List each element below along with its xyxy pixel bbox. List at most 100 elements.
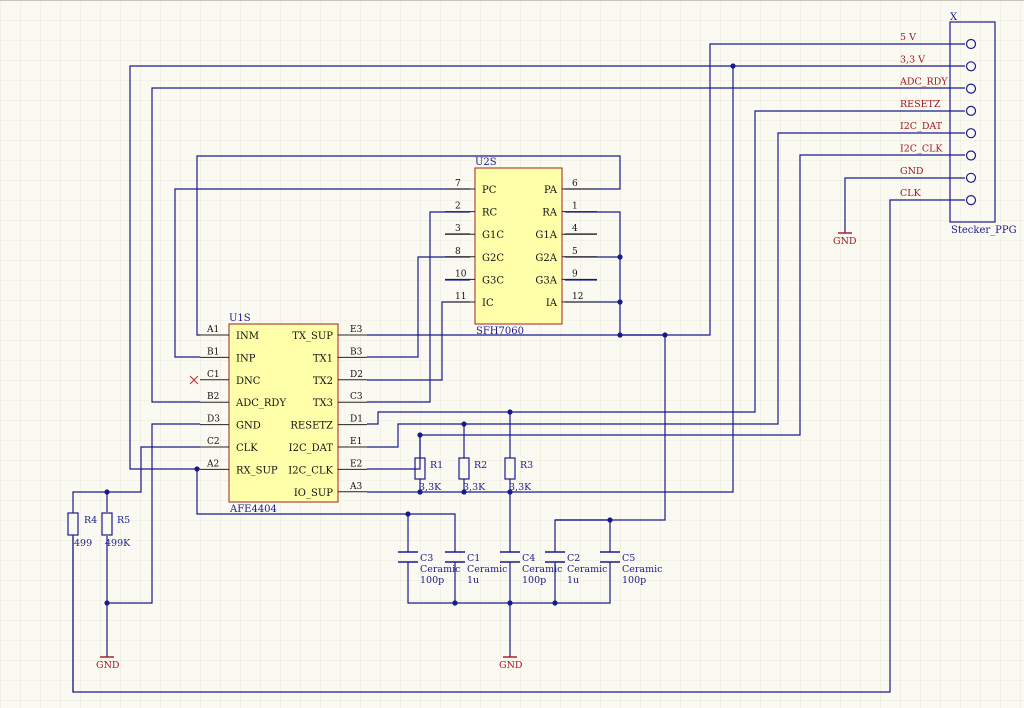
resistor-r1-ref: R1 — [430, 460, 443, 471]
connector-pin[interactable]: I2C_DAT — [900, 121, 977, 139]
gnd-symbol-left[interactable]: GND — [96, 656, 120, 671]
u2-pin-number: 9 — [572, 269, 578, 279]
u1-pin-number: E3 — [350, 325, 363, 335]
resistor-r5[interactable]: R5 499K — [101, 512, 131, 549]
resistor-r5-ref: R5 — [117, 515, 130, 526]
connector-pin[interactable]: GND — [900, 166, 977, 183]
resistor-r1[interactable]: R1 3,3K — [414, 457, 443, 493]
capacitor-value: 100p — [522, 575, 546, 586]
u2-pin-name: PA — [544, 185, 558, 196]
connector-pin[interactable]: RESETZ — [900, 99, 977, 117]
u2-pin-name: G2A — [535, 253, 557, 264]
u2-pin-rc[interactable]: 2RC — [445, 202, 498, 219]
u1-pin-name: I2C_DAT — [289, 443, 334, 454]
u2-pin-number: 3 — [455, 224, 461, 234]
connector-pin[interactable]: I2C_CLK — [900, 144, 977, 161]
u2-pin-number: 4 — [572, 224, 578, 234]
connector-pins: 5 V 3,3 V ADC_RDY RESETZ I2C_DAT I2C_CLK GND CL… — [899, 32, 977, 206]
u2-pin-name: IA — [546, 298, 558, 309]
u1-pin-name: ADC_RDY — [235, 398, 286, 409]
resistor-r4[interactable]: R4 499 — [67, 512, 97, 549]
connector-stecker-ppg[interactable]: X Stecker_PPG 5 V3,3 VADC_RDYRESETZI2C_D… — [899, 12, 1017, 236]
u1-pin-number: C2 — [207, 437, 220, 447]
u1-pin-number: C1 — [207, 370, 220, 380]
u1-pin-name: INP — [236, 353, 256, 364]
connector-pin[interactable]: ADC_RDY — [899, 77, 977, 94]
connector-pin[interactable]: CLK — [900, 188, 977, 206]
chip-afe4404-part: AFE4404 — [229, 504, 277, 515]
u2-pin-name: G3A — [535, 275, 557, 286]
connector-net-label: CLK — [900, 188, 922, 199]
u1-pin-name: RX_SUP — [236, 465, 278, 476]
chip-afe4404-body — [228, 323, 339, 503]
u2-pin-name: PC — [482, 185, 497, 196]
u1-pin-number: A1 — [206, 325, 219, 335]
u2-pin-number: 1 — [572, 202, 578, 212]
u1-pin-number: B3 — [350, 347, 363, 357]
connector-pin[interactable]: 3,3 V — [900, 54, 977, 72]
capacitor-value: 100p — [622, 575, 646, 586]
chip-sfh7060-designator: U2S — [475, 157, 497, 168]
chip-afe4404[interactable]: U1S AFE4404 A1INMB1INPC1DNCB2ADC_RDYD3GN… — [200, 313, 367, 515]
connector-pin[interactable]: 5 V — [900, 32, 977, 50]
capacitor-value: 1u — [567, 575, 579, 586]
resistor-r5-value: 499K — [105, 538, 131, 549]
u2-pin-number: 2 — [455, 202, 461, 212]
u2-pin-pc[interactable]: 7PC — [445, 179, 497, 196]
connector-body — [949, 21, 996, 223]
connector-net-label: 3,3 V — [900, 54, 925, 65]
capacitor-ref: C5 — [622, 553, 635, 564]
u2-pin-number: 10 — [455, 269, 467, 279]
connector-designator: X — [950, 12, 958, 23]
chip-sfh7060-body — [474, 167, 563, 325]
gnd-symbol-connector[interactable]: GND — [833, 232, 857, 247]
u1-pin-number: E2 — [350, 459, 362, 469]
u2-pin-number: 12 — [572, 292, 583, 302]
u2-pin-name: G1A — [535, 230, 557, 241]
junctions — [104, 63, 736, 606]
resistor-r3[interactable]: R3 3,3K — [504, 457, 533, 493]
gnd-symbol-caps[interactable]: GND — [499, 656, 523, 671]
u1-pin-number: E1 — [350, 437, 362, 447]
u2-pin-ra[interactable]: 1RA — [542, 202, 597, 219]
connector-net-label: 5 V — [900, 32, 916, 43]
resistor-r1-value: 3,3K — [419, 482, 442, 493]
u2-pin-pa[interactable]: 6PA — [544, 179, 597, 196]
capacitor-type: Ceramic — [622, 564, 662, 575]
gnd-label-connector: GND — [833, 236, 857, 247]
u1-pin-name: CLK — [236, 443, 258, 454]
resistor-r2[interactable]: R2 3,3K — [458, 457, 487, 493]
